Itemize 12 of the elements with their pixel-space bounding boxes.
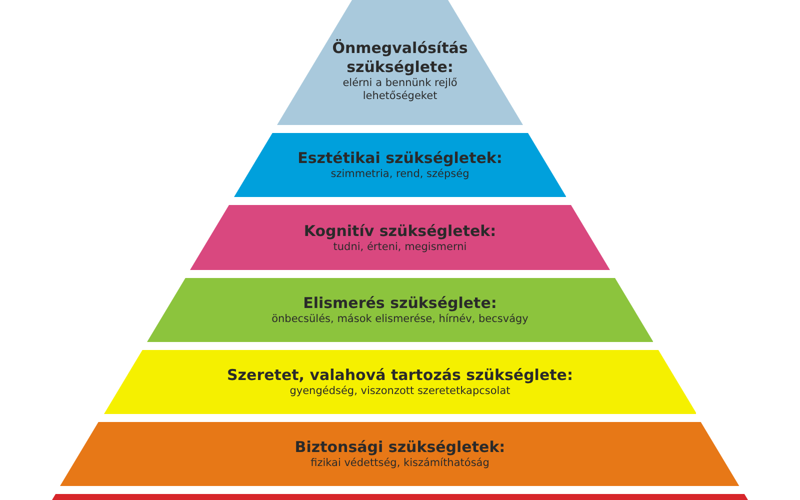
level-title: Kognitív szükségletek: (304, 222, 496, 240)
level-title: Biztonsági szükségletek: (294, 438, 506, 457)
level-description: tudni, érteni, megismerni (333, 240, 467, 254)
level-description: szimmetria, rend, szépség (330, 168, 470, 181)
level-title: Esztétikai szükségletek: (298, 149, 502, 168)
level-title: Önmegvalósítás szükséglete: (331, 38, 469, 76)
level-title: Szeretet, valahová tartozás szükséglete: (227, 366, 573, 385)
level-description: elérni a bennünk rejlő lehetőségeket (342, 76, 458, 102)
level-title: Elismerés szükséglete: (303, 294, 497, 313)
level-description: fizikai védettség, kiszámíthatóság (310, 457, 490, 470)
level-description: önbecsülés, mások elismerése, hírnév, becsvágy (272, 313, 528, 326)
level-description: gyengédség, viszonzott szeretetkapcsolat (290, 385, 510, 398)
